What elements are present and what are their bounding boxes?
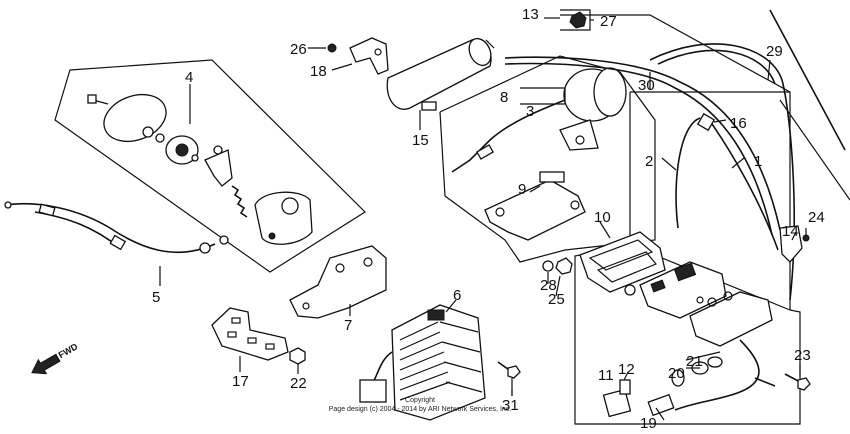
copyright-line2: Page design (c) 2004 - 2014 by ARI Netwo…: [329, 406, 512, 413]
part-label-8: 8: [500, 89, 508, 106]
part-label-16: 16: [730, 115, 747, 132]
bolt-31: [497, 361, 521, 396]
switch-assembly: [624, 261, 773, 347]
part-label-13: 13: [522, 6, 539, 23]
part-label-15: 15: [412, 132, 429, 149]
part-22: [289, 347, 306, 372]
part-label-19: 19: [640, 415, 657, 432]
part-label-4: 4: [185, 69, 193, 86]
part-label-14: 14: [782, 223, 799, 240]
copyright: Copyright Page design (c) 2004 - 2014 by…: [329, 397, 512, 413]
cable-29-30: [504, 9, 850, 301]
part-label-24: 24: [808, 209, 825, 226]
part-label-6: 6: [453, 287, 461, 304]
part-label-20: 20: [668, 365, 685, 382]
part-label-21: 21: [686, 353, 703, 370]
bolt-23: [784, 373, 811, 391]
part-label-7: 7: [344, 317, 352, 334]
part-label-30: 30: [638, 77, 655, 94]
cable-5: [4, 201, 229, 254]
part-label-22: 22: [290, 375, 307, 392]
part-label-27: 27: [600, 13, 617, 30]
fwd-label: FWD: [57, 341, 80, 360]
part-label-29: 29: [766, 43, 783, 60]
part-label-10: 10: [594, 209, 611, 226]
part-10: [579, 231, 666, 293]
fwd-arrow: FWD: [31, 341, 80, 375]
part-labels: 1 2 3 4 5 6 7 8 9 10 11 12 13 14 15 16 1…: [152, 6, 825, 432]
part-label-12: 12: [618, 361, 635, 378]
part-label-2: 2: [645, 153, 653, 170]
bracket-7: [289, 245, 387, 319]
actuator-3: [451, 67, 627, 173]
part-label-9: 9: [518, 181, 526, 198]
small-fasteners: [542, 11, 587, 275]
canister-15: [386, 37, 495, 111]
regulator-6: [359, 304, 486, 421]
hose-1-2-16: [675, 112, 779, 251]
harness-19-20-21: [602, 339, 776, 418]
part-label-25: 25: [548, 291, 565, 308]
part-label-28: 28: [540, 277, 557, 294]
part-label-5: 5: [152, 289, 160, 306]
bracket-17: [211, 307, 289, 361]
part-label-31: 31: [502, 397, 519, 414]
part-label-11: 11: [598, 367, 614, 384]
copyright-line1: Copyright: [405, 397, 435, 404]
part-4-group: [87, 93, 313, 245]
part-label-26: 26: [290, 41, 307, 58]
part-label-1: 1: [754, 153, 762, 170]
part-label-17: 17: [232, 373, 249, 390]
bracket-9: [484, 171, 586, 241]
bracket-18: [327, 37, 389, 75]
leader-lines: [159, 17, 807, 421]
part-label-3: 3: [526, 103, 534, 120]
part-label-23: 23: [794, 347, 811, 364]
part-label-18: 18: [310, 63, 327, 80]
